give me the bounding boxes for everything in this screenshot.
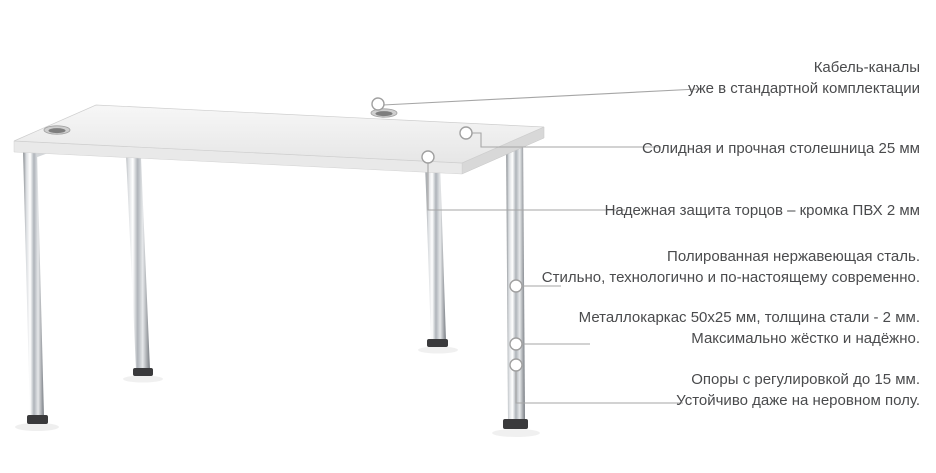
callout-marker-cable (371, 97, 385, 111)
callout-lines (382, 88, 699, 404)
callout-steel-line1: Полированная нержавеющая сталь. (667, 248, 920, 265)
floor-shadows (15, 346, 540, 437)
callout-line-edge (427, 163, 625, 211)
callout-edge-line1: Надежная защита торцов – кромка ПВХ 2 мм (604, 202, 920, 219)
callout-pvc-edge: Надежная защита торцов – кромка ПВХ 2 мм (605, 200, 920, 221)
callout-line-cable (382, 88, 699, 106)
callout-markers (371, 97, 523, 372)
desk-top-surface (13, 104, 545, 164)
callout-feet-line1: Опоры с регулировкой до 15 мм. (691, 371, 920, 388)
callout-tabletop: Солидная и прочная столешница 25 мм (642, 138, 920, 159)
callout-marker-edge (421, 150, 435, 164)
callout-line-feet (515, 371, 683, 404)
cable-grommet-right (370, 108, 398, 118)
callout-frame-line1: Металлокаркас 50х25 мм, толщина стали - … (578, 309, 920, 326)
callout-marker-feet (509, 358, 523, 372)
callout-marker-steel (509, 279, 523, 293)
callout-feet-line2: Устойчиво даже на неровном полу. (676, 392, 920, 409)
cable-grommet-left (43, 125, 71, 135)
desk-leg-back-right (425, 160, 446, 341)
callout-cable-line2: уже в стандартной комплектации (687, 80, 920, 97)
callout-marker-frame (509, 337, 523, 351)
desk-leg-back-left (124, 110, 150, 370)
desk-leg-front-left (23, 149, 44, 417)
callout-steel-line2: Стильно, технологично и по-настоящему со… (541, 269, 920, 286)
callout-line-tabletop (472, 132, 661, 148)
callout-tabletop-line1: Солидная и прочная столешница 25 мм (642, 140, 920, 157)
callout-adjustable-feet: Опоры с регулировкой до 15 мм. Устойчиво… (676, 369, 920, 411)
callout-frame-line2: Максимально жёстко и надёжно. (691, 330, 920, 347)
callout-marker-tabletop (459, 126, 473, 140)
callout-stainless-steel: Полированная нержавеющая сталь. Стильно,… (542, 246, 920, 288)
callout-cable-channels: Кабель-каналы уже в стандартной комплект… (688, 57, 920, 99)
callout-metal-frame: Металлокаркас 50х25 мм, толщина стали - … (579, 307, 920, 349)
desk-feet (27, 339, 528, 429)
callout-cable-line1: Кабель-каналы (813, 59, 920, 76)
